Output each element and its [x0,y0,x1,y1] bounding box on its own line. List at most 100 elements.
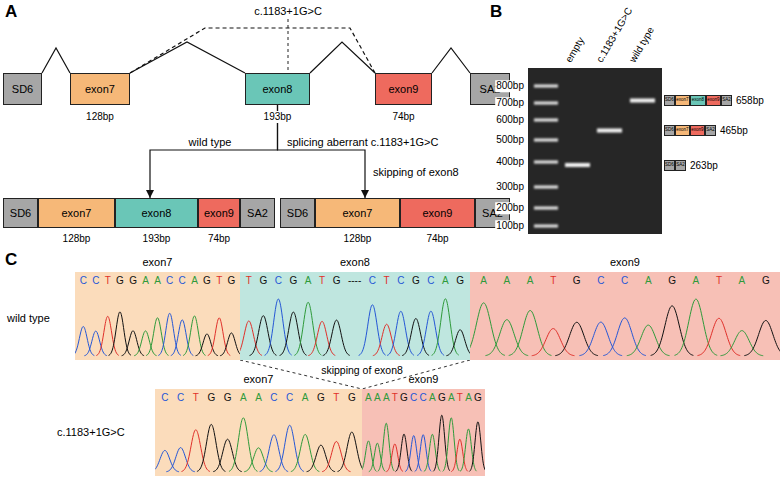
box-label: SD6 [665,128,674,133]
base-call: A [142,276,149,286]
exon-label: exon7 [75,257,240,268]
box-label: exon9 [423,208,453,219]
base-call: G [228,276,236,286]
trace-peak [208,318,231,356]
base-call: A [693,276,700,286]
trace-peak [220,333,240,356]
size-label: 128bp [343,233,373,245]
base-call: A [480,276,487,286]
base-call: A [154,276,161,286]
box-label: exon7 [676,128,688,133]
size-label: 263bp [689,160,719,172]
ladder-label: 100bp [495,220,525,232]
base-call: T [716,276,722,286]
ladder-band [534,225,558,228]
exon-box: exon9 [400,198,475,228]
trace-peak [720,331,763,356]
base-call: C [397,276,404,286]
box-label: SD6 [665,163,674,168]
size-label: 658bp [735,95,765,107]
base-call: G [317,393,325,403]
trace-peak [532,329,575,356]
trace-peak [697,318,740,355]
note-label: skipping of exon8 [372,166,460,179]
base-call: A [442,276,449,286]
trace-peak [627,325,670,356]
exon-box: exon7 [38,198,115,228]
trace-peak [229,418,258,472]
base-call: T [457,393,463,403]
trace-peak [603,318,646,356]
base-call: C [270,393,277,403]
exon-box: SD6 [280,198,315,228]
trace-peak [674,299,717,355]
trace-peak [294,302,321,355]
base-call: C [369,276,376,286]
exon-band: exon7CCTGGAACCAGTG [155,389,362,476]
base-call: G [438,393,446,403]
trace-peak [275,425,304,471]
base-call: A [255,393,262,403]
base-call: T [105,276,111,286]
base-call: C [177,393,184,403]
ladder-band [534,207,558,210]
base-call: A [739,276,746,286]
ladder-label: 500bp [495,134,525,146]
mini-exon-box: SA2 [675,160,686,171]
base-call: T [193,393,199,403]
trace-peak [433,415,450,471]
dna-band [597,129,622,133]
trace-peak [265,299,292,355]
exon-box: SD6 [3,73,42,105]
exon-box: SA2 [240,198,275,228]
base-call: T [216,276,222,286]
base-call: C [166,276,173,286]
trace-peak [280,312,307,355]
size-label: 193bp [263,111,293,123]
size-label: 128bp [85,111,115,123]
trace-peak [183,316,206,356]
mini-exon-box: SA2 [705,125,716,136]
panel-letter: C [5,250,17,270]
trace-peak [323,320,350,356]
base-call: A [374,393,381,403]
exon-box: exon7 [70,73,130,105]
dna-band [565,163,590,167]
base-call: A [645,276,652,286]
edge-label: wild type [188,136,233,149]
box-label: exon9 [204,208,234,219]
mini-exon-box: exon7 [675,125,690,136]
trace-peak [470,303,505,356]
exon-band: exon7CCTGGAACCAGTG [75,272,240,360]
exon-box: exon8 [245,73,310,105]
ladder-label: 300bp [495,181,525,193]
base-call: A [465,393,472,403]
panel-letter: A [5,2,17,22]
ladder-label: 600bp [495,114,525,126]
lane-label: empty [563,35,587,64]
ladder-band [534,161,558,164]
trace-peak [260,435,289,472]
base-call: G [573,276,581,286]
trace-peak [338,432,362,471]
base-call: T [392,393,398,403]
trace-peak [359,305,386,356]
exon-band: exon9AAATGCCAGATAG [362,389,485,476]
ladder-band [534,85,558,88]
mini-exon-box: exon8 [690,95,706,106]
exon-band: exon8TGCGATG----CTCGCAG [240,272,470,360]
size-label: 74bp [207,233,231,245]
box-label: exon8 [692,98,704,103]
dna-band [630,99,655,103]
trace-peak [395,434,412,471]
trace-peak [197,424,226,471]
base-call: G [207,393,215,403]
base-call: T [246,276,252,286]
trace-peak [469,422,485,472]
base-call: C [179,276,186,286]
box-label: exon7 [62,208,92,219]
row-label: c.1183+1G>C [56,426,126,439]
box-label: exon7 [85,84,115,95]
trace-peak [443,418,460,472]
exon-label: exon8 [240,257,470,268]
